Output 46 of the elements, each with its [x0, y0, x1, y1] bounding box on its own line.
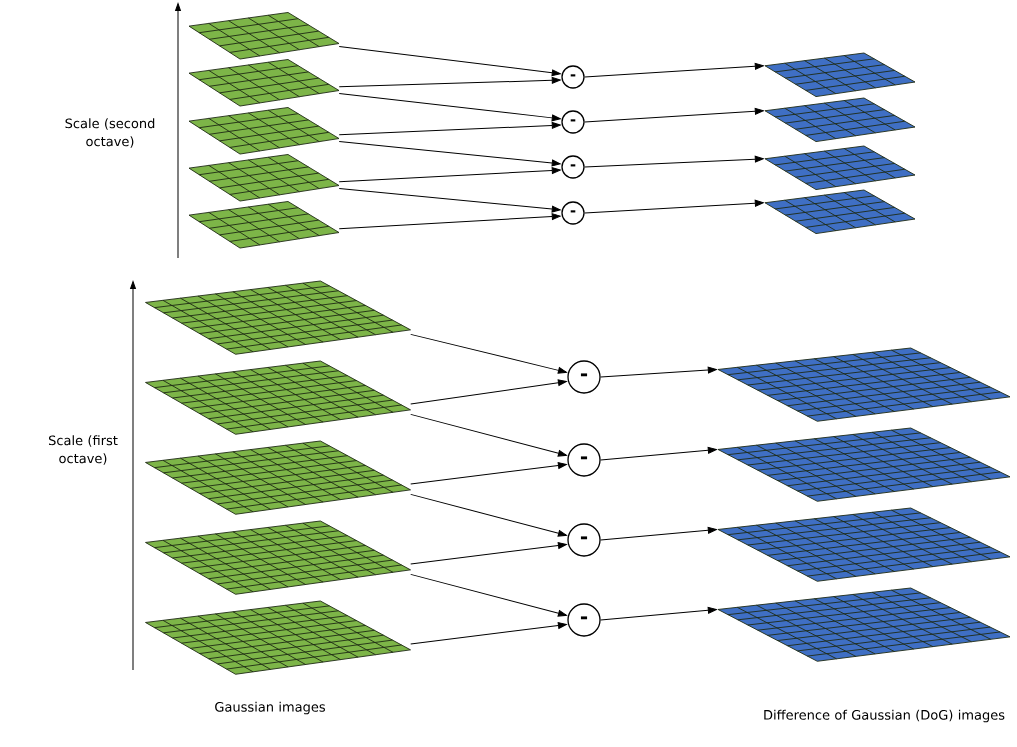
image-grid — [764, 97, 916, 142]
image-grid — [188, 107, 340, 155]
axis-label: Gaussian images — [215, 701, 325, 715]
image-grid — [145, 440, 411, 515]
arrow — [600, 366, 717, 378]
arrow — [584, 107, 764, 123]
image-grid — [145, 520, 411, 595]
arrow — [338, 167, 561, 183]
image-grid — [145, 600, 411, 675]
image-grid — [717, 587, 1011, 662]
arrow — [410, 622, 567, 645]
axis-label: Difference of Gaussian (DoG) images — [764, 709, 1005, 723]
arrow — [338, 213, 561, 230]
image-grid — [188, 154, 340, 202]
arrow — [600, 526, 717, 541]
axis-label: Scale (first octave) — [48, 435, 118, 465]
arrow — [410, 542, 567, 565]
image-grid — [717, 347, 1011, 422]
arrow — [584, 155, 764, 168]
arrow — [410, 493, 567, 537]
image-grid — [145, 280, 411, 355]
image-grid — [717, 507, 1011, 582]
arrow — [410, 333, 567, 374]
image-grid — [145, 360, 411, 435]
arrow — [338, 140, 561, 167]
image-grid — [188, 59, 340, 107]
arrow — [338, 45, 561, 77]
image-grid — [188, 12, 340, 60]
axis-label: Scale (second octave) — [65, 118, 155, 148]
arrow — [338, 92, 561, 122]
image-grid — [764, 52, 916, 97]
arrow — [410, 462, 567, 485]
image-grid — [188, 201, 340, 249]
arrow — [600, 606, 717, 621]
arrow — [584, 62, 764, 78]
image-grid — [764, 145, 916, 190]
arrow — [338, 187, 561, 213]
arrow — [584, 199, 764, 214]
arrow — [600, 446, 717, 461]
image-grid — [764, 189, 916, 234]
image-grid — [717, 427, 1011, 502]
arrow — [338, 76, 561, 88]
arrow — [410, 573, 567, 617]
arrow — [338, 122, 561, 136]
arrow — [410, 379, 567, 405]
arrow — [410, 413, 567, 457]
